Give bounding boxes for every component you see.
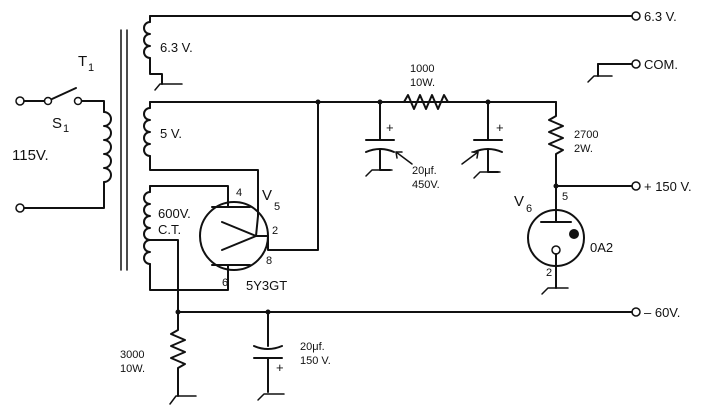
resistor-3000 (170, 311, 186, 397)
label-hv-600: 600V. (158, 206, 191, 221)
label-out-neg60: – 60V. (644, 305, 680, 320)
label-tube2-sub: 6 (526, 203, 532, 215)
label-transformer-sub: 1 (88, 62, 94, 74)
primary-coil (103, 111, 112, 183)
label-tube2-type: 0A2 (590, 240, 613, 255)
mains-terminal-bottom (15, 203, 25, 213)
hv-winding-600v (143, 185, 229, 313)
label-tube2: V (514, 193, 524, 210)
label-cap2-volt: 150 V. (300, 355, 331, 367)
switch-s1 (51, 87, 77, 100)
filament-winding-6v3 (143, 11, 641, 91)
label-res3-value: 3000 (120, 349, 144, 361)
label-tube1-sub: 5 (274, 201, 280, 213)
label-mains: 115V. (12, 147, 49, 164)
tube-5y3gt (199, 101, 319, 271)
filter-capacitor-2 (473, 101, 503, 179)
terminal-com (631, 59, 641, 69)
label-plus-cap2: + (496, 120, 504, 135)
transformer-core (120, 29, 128, 271)
label-pin2: 2 (272, 225, 278, 237)
label-hv-ct: C.T. (158, 222, 181, 237)
label-out-150: + 150 V. (644, 179, 692, 194)
label-res1-value: 1000 (410, 63, 434, 75)
label-pin6: 6 (222, 277, 228, 289)
label-res3-watt: 10W. (120, 363, 145, 375)
switch-contact-right (73, 96, 83, 106)
label-pin8: 8 (266, 255, 272, 267)
label-out-6v3: 6.3 V. (644, 9, 677, 24)
label-cap2-value: 20μf. (300, 341, 325, 353)
label-cap1-value: 20μf. (412, 165, 437, 177)
bias-capacitor (253, 311, 285, 401)
label-fil-5v: 5 V. (160, 126, 182, 141)
label-res2-watt: 2W. (574, 143, 593, 155)
tube-0a2 (527, 185, 585, 295)
ground-symbol (154, 83, 183, 91)
switch-contact-left (43, 96, 53, 106)
filter-capacitor-1 (365, 101, 395, 177)
label-cap1-volt: 450V. (412, 179, 440, 191)
mains-input (15, 87, 112, 213)
resistor-2700 (548, 101, 564, 187)
label-res2-value: 2700 (574, 129, 598, 141)
label-transformer: T (78, 53, 87, 70)
terminal-neg60 (631, 307, 641, 317)
filament-winding-5v (143, 101, 557, 217)
mains-terminal-top (15, 96, 25, 106)
terminal-6v3 (631, 11, 641, 21)
label-switch: S (52, 115, 62, 132)
label-switch-sub: 1 (63, 123, 69, 135)
resistor-1000 (379, 94, 489, 110)
label-plus-cap3: + (276, 360, 284, 375)
label-out-com: COM. (644, 57, 678, 72)
label-pin2b: 2 (546, 267, 552, 279)
terminal-plus150 (631, 181, 641, 191)
label-plus-cap1: + (386, 120, 394, 135)
label-tube1: V (262, 187, 272, 204)
negative-bus (175, 307, 641, 317)
label-tube1-type: 5Y3GT (246, 278, 287, 293)
label-pin5: 5 (562, 191, 568, 203)
label-res1-watt: 10W. (410, 77, 435, 89)
label-fil-6v3: 6.3 V. (160, 40, 193, 55)
label-pin4: 4 (236, 187, 242, 199)
com-terminal-group (587, 59, 641, 83)
